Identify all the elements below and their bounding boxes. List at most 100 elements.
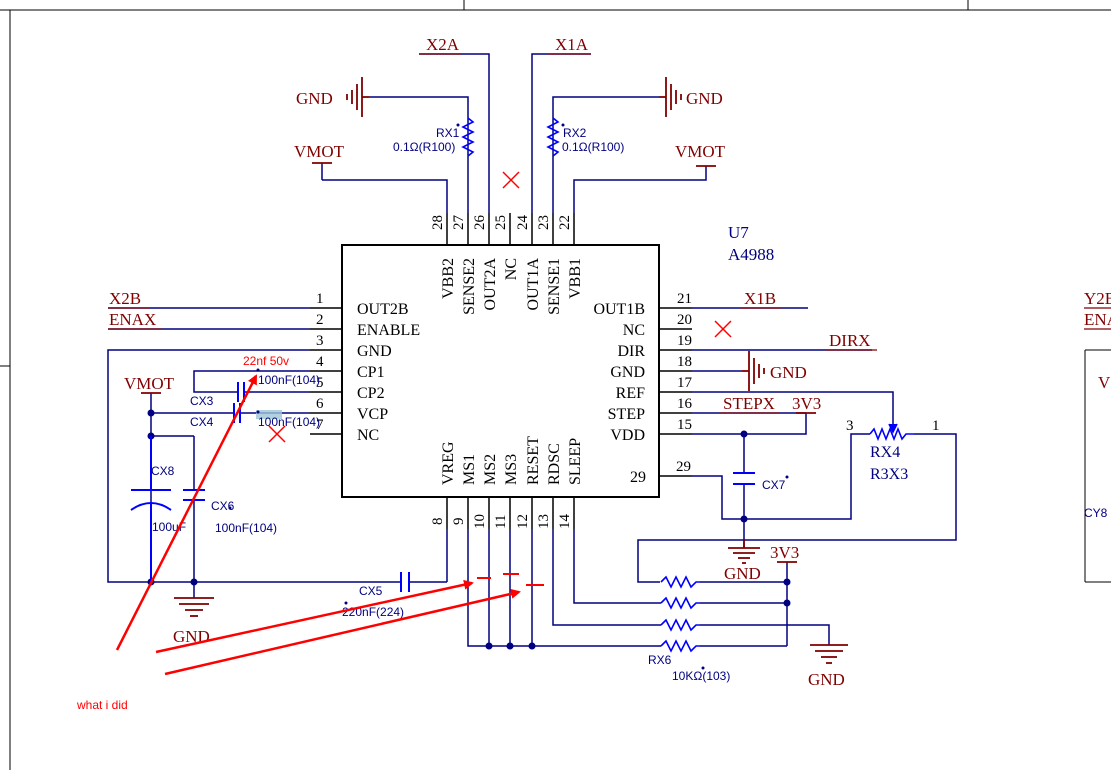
pin-name: SLEEP (567, 438, 584, 485)
pin-number: 14 (557, 514, 573, 530)
pin-number: 9 (451, 518, 467, 526)
pin-number: 27 (451, 215, 467, 231)
capacitor-cx8 (130, 436, 172, 582)
pin-number: 20 (677, 312, 692, 328)
cx7-designator: CX7 (762, 478, 786, 492)
rx4-pin-number: 1 (932, 418, 940, 434)
pin-name: MS2 (482, 454, 499, 485)
pin-name: GND (357, 343, 392, 360)
pin-name: RDSC (546, 443, 563, 485)
gnd-label: GND (686, 89, 723, 108)
net-label-dirx: DIRX (829, 331, 871, 350)
pin-number: 2 (316, 312, 324, 328)
gnd-symbol (659, 77, 682, 117)
cx5-value: 220nF(224) (342, 605, 404, 619)
pin-number: 3 (316, 333, 324, 349)
pin-number: 11 (493, 515, 509, 529)
chip-designator: U7 (728, 223, 749, 242)
pin-number: 23 (536, 215, 552, 230)
gnd-label: GND (770, 363, 807, 382)
gnd-symbol (346, 77, 369, 117)
pin-number: 15 (677, 417, 692, 433)
pin-name: CP2 (357, 385, 385, 402)
rx6-value: 10KΩ(103) (672, 669, 730, 683)
pin-name: OUT2B (357, 301, 409, 318)
cx6-value: 100nF(104) (215, 521, 277, 535)
pin-name: OUT2A (482, 258, 499, 311)
gnd-label: GND (296, 89, 333, 108)
pin-name: OUT1A (525, 258, 542, 311)
pin-name: SENSE1 (546, 258, 563, 315)
pin-name: MS1 (461, 454, 478, 485)
pin-name: ENABLE (357, 322, 420, 339)
pin-name: REF (616, 385, 645, 402)
pin-number: 25 (493, 215, 509, 230)
power-label-partial: V (1098, 373, 1111, 392)
cx4-designator: CX4 (190, 415, 214, 429)
pin-number: 16 (677, 396, 693, 412)
cy8-partial-label: CY8 (1084, 506, 1108, 520)
rx2-designator: RX2 (563, 126, 587, 140)
pin-number: 21 (677, 291, 692, 307)
pin-number: 22 (557, 215, 573, 230)
gnd-symbol (742, 351, 765, 391)
cx5-designator: CX5 (359, 584, 383, 598)
vmot-label: VMOT (675, 142, 726, 161)
net-label-ena-partial: ENA (1084, 310, 1111, 329)
annotation-what-i-did: what i did (76, 698, 128, 712)
pin-name: VCP (357, 406, 388, 423)
chip-pin-stubs (310, 213, 692, 529)
pin-number: 5 (316, 375, 324, 391)
net-label-x2b: X2B (109, 289, 141, 308)
pin-number: 18 (677, 354, 692, 370)
rx1-designator: RX1 (436, 126, 460, 140)
pin-number: 7 (316, 417, 324, 433)
pin-name: RESET (525, 436, 542, 485)
cx4-highlight (256, 410, 282, 419)
net-label-y2b-partial: Y2B (1084, 289, 1111, 308)
pin-number: 17 (677, 375, 693, 391)
pin-number: 29 (676, 459, 691, 475)
gnd-symbol (174, 597, 214, 617)
chip-part-number: A4988 (728, 245, 774, 264)
cx3-value: 100nF(104) (258, 373, 320, 387)
cx6-designator: CX6 (211, 499, 235, 513)
pin-number: 26 (472, 215, 488, 231)
v3v3-label: 3V3 (770, 543, 799, 562)
rx4-designator: RX4 (870, 444, 900, 461)
net-label-x1b: X1B (744, 289, 776, 308)
resistor-rx4 (869, 423, 914, 442)
vmot-label: VMOT (294, 142, 345, 161)
rx1-value: 0.1Ω(R100) (393, 140, 455, 154)
resistor-rx1 (461, 117, 475, 157)
pin-name: VBB1 (567, 258, 584, 299)
pin-number: 1 (316, 291, 324, 307)
pin-number: 24 (515, 215, 531, 231)
net-label-x2a: X2A (426, 35, 460, 54)
rx6-designator: RX6 (648, 653, 672, 667)
gnd-symbol (728, 540, 760, 564)
pin-name: NC (623, 322, 645, 339)
pin-number: 6 (316, 396, 324, 412)
pin-name: GND (610, 364, 645, 381)
cx8-designator: CX8 (151, 464, 175, 478)
pin-name: MS3 (503, 454, 520, 485)
vmot-label: VMOT (124, 374, 175, 393)
pin-number: 12 (515, 514, 531, 529)
annotation-arrows (115, 374, 521, 676)
cx3-designator: CX3 (190, 394, 214, 408)
user-red-marks (477, 573, 544, 586)
gnd-label: GND (808, 670, 845, 689)
rx2-value: 0.1Ω(R100) (562, 140, 624, 154)
pin-number: 29 (630, 469, 646, 486)
pin-name: NC (357, 427, 379, 444)
pin-name: OUT1B (593, 301, 645, 318)
cx4-value: 100nF(104) (258, 415, 320, 429)
v3v3-label: 3V3 (792, 394, 821, 413)
pin-name: STEP (608, 406, 645, 423)
pin-name: VBB2 (440, 258, 457, 299)
net-label-x1a: X1A (555, 35, 589, 54)
pin-name: SENSE2 (461, 258, 478, 315)
